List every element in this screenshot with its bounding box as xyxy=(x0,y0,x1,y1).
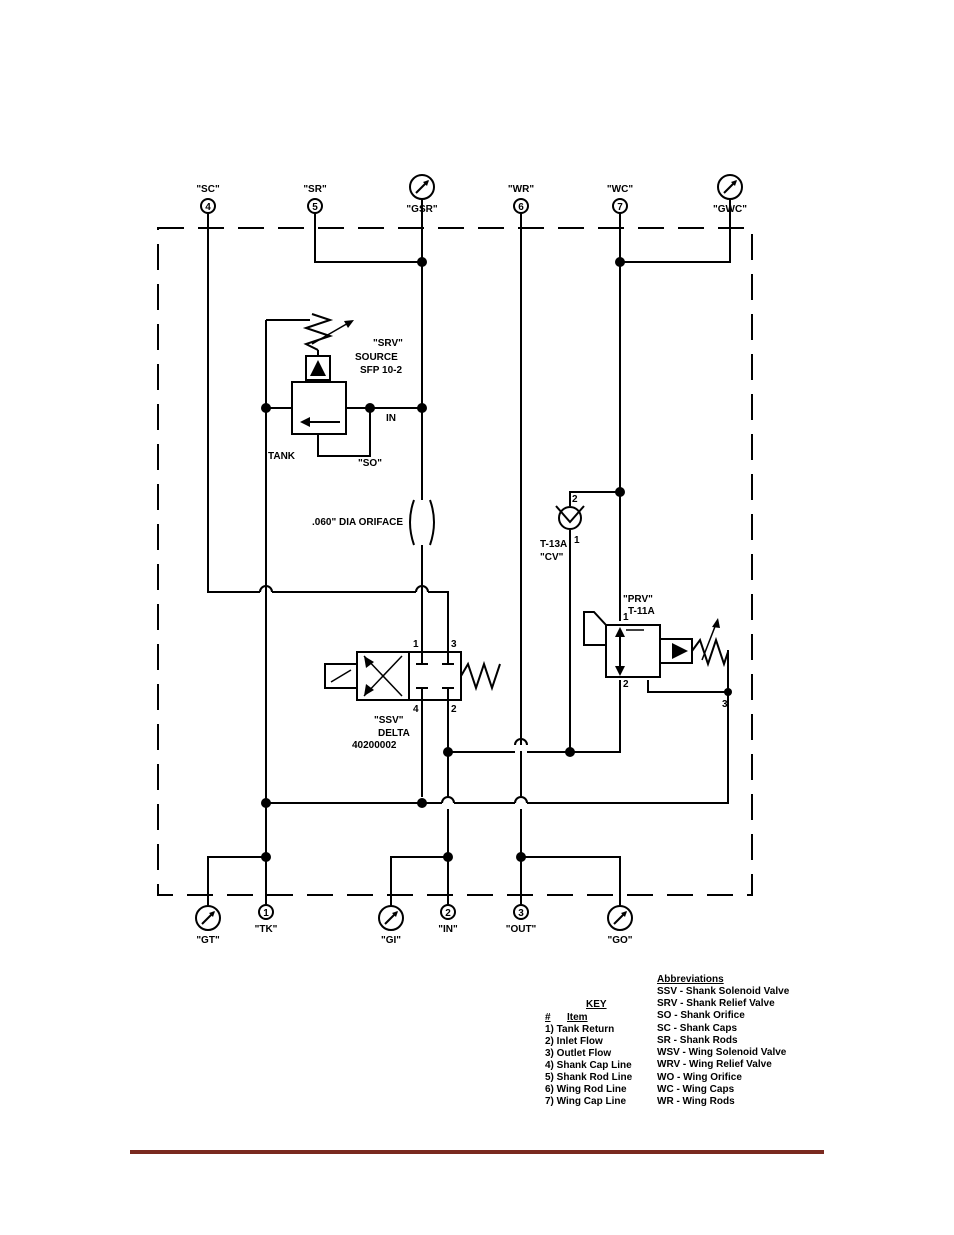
manifold-boundary xyxy=(157,227,753,896)
check-valve: 2 1 T-13A "CV" xyxy=(540,494,585,563)
abbr-item: WC - Wing Caps xyxy=(657,1084,735,1095)
srv-label: SOURCE xyxy=(355,352,398,363)
abbr-item: WSV - Wing Solenoid Valve xyxy=(657,1047,787,1058)
port-in: 2 "IN" xyxy=(438,904,458,935)
key-item: 3) Outlet Flow xyxy=(545,1048,611,1059)
port-label: "WR" xyxy=(508,184,534,195)
ssv-port: 2 xyxy=(451,704,457,715)
cv-port: 1 xyxy=(574,535,580,546)
abbr-item: WR - Wing Rods xyxy=(657,1096,735,1107)
abbreviations-legend: Abbreviations SSV - Shank Solenoid Valve… xyxy=(657,974,790,1107)
srv-so-label: "SO" xyxy=(358,458,382,469)
gauge-gt-icon: "GT" xyxy=(195,905,221,946)
port-label: "SC" xyxy=(196,184,220,195)
gauge-label: "GI" xyxy=(381,935,401,946)
orifice-label: .060" DIA ORIFACE xyxy=(312,517,403,528)
srv-in-label: IN xyxy=(386,413,396,424)
port-number: 4 xyxy=(205,202,211,213)
key-item: 5) Shank Rod Line xyxy=(545,1072,633,1083)
port-wr: "WR" 6 xyxy=(508,184,534,214)
port-number: 7 xyxy=(617,202,623,213)
port-label: "TK" xyxy=(255,924,278,935)
port-label: "IN" xyxy=(438,924,458,935)
prv-port: 3 xyxy=(722,699,728,710)
ssv-solenoid-valve: 1 3 4 2 "SSV" DELTA 40200002 xyxy=(324,639,501,751)
key-title: KEY xyxy=(586,999,607,1010)
port-wc: "WC" 7 xyxy=(607,184,633,214)
ssv-label: "SSV" xyxy=(374,715,404,726)
ssv-label: DELTA xyxy=(378,728,410,739)
abbr-item: SR - Shank Rods xyxy=(657,1035,738,1046)
prv-port: 1 xyxy=(623,612,629,623)
key-item: 2) Inlet Flow xyxy=(545,1036,603,1047)
ssv-label: 40200002 xyxy=(352,740,397,751)
key-col-item: Item xyxy=(567,1012,588,1023)
ssv-port: 3 xyxy=(451,639,457,650)
port-tk: 1 "TK" xyxy=(255,904,278,935)
cv-label: "CV" xyxy=(540,552,564,563)
key-item: 1) Tank Return xyxy=(545,1024,614,1035)
abbr-item: WRV - Wing Relief Valve xyxy=(657,1059,772,1070)
key-item: 6) Wing Rod Line xyxy=(545,1084,627,1095)
prv-label: "PRV" xyxy=(623,594,653,605)
port-out: 3 "OUT" xyxy=(506,904,537,935)
port-label: "OUT" xyxy=(506,924,537,935)
abbr-item: SO - Shank Orifice xyxy=(657,1010,745,1021)
gauge-gi-icon: "GI" xyxy=(378,905,404,946)
prv-label: T-11A xyxy=(628,606,655,617)
port-sr: "SR" 5 xyxy=(303,184,327,214)
abbr-item: SC - Shank Caps xyxy=(657,1023,737,1034)
port-label: "SR" xyxy=(303,184,327,195)
port-label: "WC" xyxy=(607,184,633,195)
srv-label: SFP 10-2 xyxy=(360,365,402,376)
abbr-item: SRV - Shank Relief Valve xyxy=(657,998,775,1009)
key-item: 7) Wing Cap Line xyxy=(545,1096,626,1107)
prv-pressure-reducing-valve: "PRV" T-11A 1 2 3 xyxy=(583,594,729,710)
hydraulic-lines xyxy=(207,199,731,906)
abbr-item: WO - Wing Orifice xyxy=(657,1072,742,1083)
port-number: 2 xyxy=(445,908,451,919)
junctions xyxy=(261,257,732,862)
cv-label: T-13A xyxy=(540,539,567,550)
gauge-label: "GO" xyxy=(607,935,632,946)
srv-tank-label: TANK xyxy=(268,451,296,462)
abbr-item: SSV - Shank Solenoid Valve xyxy=(657,986,790,997)
gauge-go-icon: "GO" xyxy=(607,905,633,946)
port-number: 6 xyxy=(518,202,524,213)
gauge-label: "GT" xyxy=(196,935,220,946)
srv-relief-valve: "SRV" SOURCE SFP 10-2 IN TANK "SO" xyxy=(268,313,403,469)
srv-label: "SRV" xyxy=(373,338,403,349)
cv-port: 2 xyxy=(572,494,578,505)
key-col-num: # xyxy=(545,1012,551,1023)
port-sc: "SC" 4 xyxy=(196,184,220,214)
port-number: 1 xyxy=(263,908,269,919)
ssv-port: 4 xyxy=(413,704,419,715)
key-item: 4) Shank Cap Line xyxy=(545,1060,632,1071)
prv-port: 2 xyxy=(623,679,629,690)
port-number: 3 xyxy=(518,908,524,919)
ssv-port: 1 xyxy=(413,639,419,650)
footer-rule xyxy=(130,1150,824,1154)
port-number: 5 xyxy=(312,202,318,213)
key-legend: KEY # Item 1) Tank Return 2) Inlet Flow … xyxy=(545,999,633,1107)
abbr-title: Abbreviations xyxy=(657,974,724,985)
